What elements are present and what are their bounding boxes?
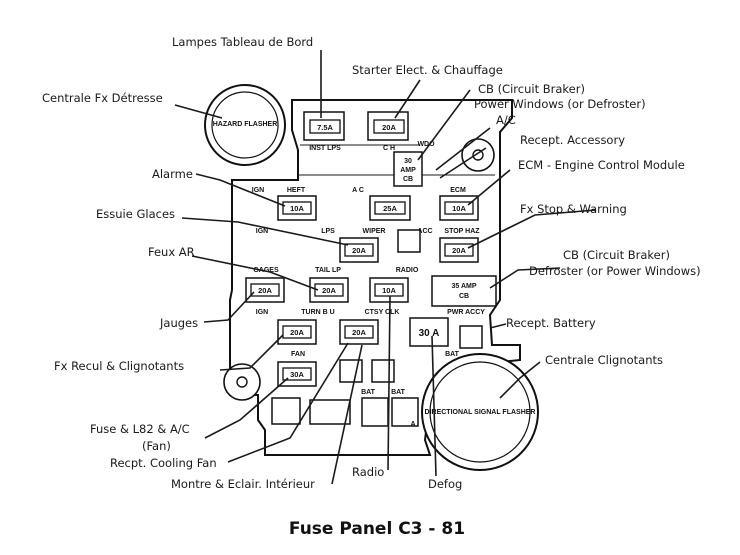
callout-centrale-clignotants: Centrale Clignotants [545,353,663,367]
fuse-20a-ch: 20A C H WDO [367,111,435,152]
callout-fuse-l82-line1: Fuse & L82 & A/C [90,422,190,436]
slot-stop-haz: STOP HAZ [444,228,480,235]
fuse-20a-turn: IGN TURN B U 20A [256,309,335,345]
callout-fx-recul: Fx Recul & Clignotants [54,359,184,373]
callout-alarme: Alarme [152,167,193,181]
leader-lines [174,50,597,485]
fuse-20a-wiper-rating: 20A [352,246,366,255]
fuse-10a-ecm: ECM 10A [439,187,479,221]
fuse-7-5a-rating: 7.5A [317,123,333,132]
fuse-20a-tail-lp: TAIL LP 20A [309,267,349,303]
slot-ac: A C [352,187,364,194]
callout-cb2-line2: Defroster (or Power Windows) [529,264,701,278]
fuse-20a-ctsy: CTSY CLK 20A [339,309,400,345]
callout-montre: Montre & Eclair. Intérieur [171,477,315,491]
callout-cb2-line1: CB (Circuit Braker) [563,248,670,262]
fuse-10a-radio-rating: 10A [382,286,396,295]
slot-turn-bu: TURN B U [301,309,334,316]
directional-signal-flasher: DIRECTIONAL SIGNAL FLASHER [421,353,539,471]
callouts: Lampes Tableau de Bord Starter Elect. & … [42,35,701,491]
directional-flasher-label: DIRECTIONAL SIGNAL FLASHER [425,409,536,416]
cb30-line2: AMP [400,167,416,174]
fuse-30a-pwr-accy: PWR ACCY 30 A BAT [409,309,485,358]
slot-ch: C H [383,145,395,152]
slot-radio: RADIO [396,267,419,274]
slot-ign-3: IGN [256,309,268,316]
cb35-line2: CB [459,293,469,300]
fuse-20a-tail-lp-rating: 20A [322,286,336,295]
slot-heft: HEFT [287,187,306,194]
hazard-flasher-label: HAZARD FLASHER [213,121,278,128]
fuse-20a-gages: GAGES 20A [245,267,285,303]
acc-receptacle [397,229,421,253]
slot-bat-2: BAT [361,389,376,396]
fuse-20a-stop-haz-rating: 20A [452,246,466,255]
callout-ac: A/C [496,113,516,127]
hazard-flasher: HAZARD FLASHER [204,84,286,166]
fuse-20a-wiper: IGN LPS WIPER 20A [256,228,386,263]
slot-pwr-accy: PWR ACCY [447,309,485,316]
fuse-30a-fan-rating: 30A [290,370,304,379]
circuit-breaker-30a: 30 AMP CB [393,151,423,187]
fuse-20a-stop-haz: ACC STOP HAZ 20A [417,228,480,263]
cb30-line1: 30 [404,158,412,165]
circuit-breaker-35a: 35 AMP CB [431,275,497,307]
fuse-10a-radio: RADIO 10A [369,267,419,303]
slot-wiper: WIPER [363,228,386,235]
callout-feux-ar: Feux AR [148,245,195,259]
fuse-20a-ctsy-rating: 20A [352,328,366,337]
callout-jauges: Jauges [159,316,198,330]
diagram-title: Fuse Panel C3 - 81 [289,519,465,539]
fuse-30a-fan: FAN 30A [277,351,317,387]
fuse-10a-ecm-rating: 10A [452,204,466,213]
fuse-10a-heft-rating: 10A [290,204,304,213]
slot-fan: FAN [291,351,305,358]
callout-cooling-fan: Recpt. Cooling Fan [110,456,217,470]
cb30-line3: CB [403,176,413,183]
callout-lampes: Lampes Tableau de Bord [172,35,313,49]
fuse-20a-ch-rating: 20A [382,123,396,132]
callout-ecm: ECM - Engine Control Module [518,158,685,172]
fuse-20a-turn-rating: 20A [290,328,304,337]
callout-detresse: Centrale Fx Détresse [42,91,163,105]
slot-lps: LPS [321,228,335,235]
callout-recept-accessory: Recept. Accessory [520,133,625,147]
slot-a-mark: A [410,421,415,428]
callout-defog: Defog [428,477,462,491]
callout-cb1-line2: Power Windows (or Defroster) [474,97,646,111]
cb35-line1: 35 AMP [451,283,476,290]
callout-starter: Starter Elect. & Chauffage [352,63,503,77]
callout-essuie: Essuie Glaces [96,207,175,221]
fuse-25a-ac-rating: 25A [383,204,397,213]
fuse-10a-heft: IGN HEFT 10A [252,187,317,221]
callout-fuse-l82-line2: (Fan) [142,439,171,453]
slot-tail-lp: TAIL LP [315,267,341,274]
fuse-30a-big-rating: 30 A [419,328,440,339]
callout-cb1-line1: CB (Circuit Braker) [478,82,585,96]
slot-ctsy-clk: CTSY CLK [365,309,400,316]
mount-holes [223,138,495,401]
battery-receptacle [459,325,483,349]
slot-ign-2: IGN [256,228,268,235]
slot-bat-3: BAT [391,389,406,396]
slot-bat-1: BAT [445,351,460,358]
fuse-7-5a: 7.5A INST LPS [303,111,345,152]
callout-radio: Radio [352,465,384,479]
slot-ign-1: IGN [252,187,264,194]
slot-ecm: ECM [450,187,466,194]
callout-fx-stop: Fx Stop & Warning [520,202,627,216]
lower-receptacles: BAT BAT A [271,359,419,428]
slot-acc: ACC [417,228,432,235]
fuse-20a-gages-rating: 20A [258,286,272,295]
slot-wdo: WDO [417,141,435,148]
fuse-25a-ac: A C 25A [352,187,411,221]
callout-battery: Recept. Battery [506,316,596,330]
slot-inst-lps: INST LPS [309,145,341,152]
